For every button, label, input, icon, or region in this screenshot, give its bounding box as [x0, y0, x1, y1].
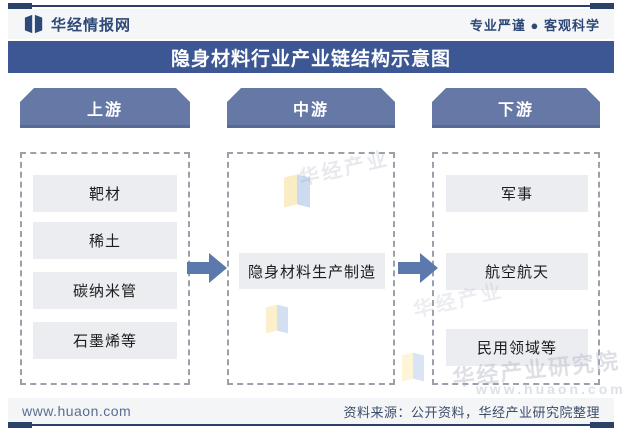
upstream-item: 靶材	[33, 175, 177, 212]
page-title: 隐身材料行业产业链结构示意图	[170, 48, 451, 70]
website-url: www.huaon.com	[22, 403, 132, 419]
arrow-right-icon	[398, 253, 438, 283]
downstream-container: 军事 航空航天 民用领域等	[432, 152, 600, 385]
midstream-item: 隐身材料生产制造	[239, 253, 385, 289]
column-header-label: 下游	[497, 102, 534, 119]
column-header-downstream: 下游	[432, 88, 600, 128]
column-header-midstream: 中游	[227, 88, 395, 128]
bottom-frame-line	[8, 422, 614, 428]
top-frame-line	[8, 3, 614, 9]
column-header-upstream: 上游	[20, 88, 190, 128]
column-header-label: 中游	[292, 102, 329, 119]
downstream-item: 民用领域等	[446, 329, 588, 366]
downstream-item: 航空航天	[446, 253, 588, 290]
upstream-item: 石墨烯等	[33, 322, 177, 359]
brand-name: 华经情报网	[51, 16, 132, 34]
upstream-item: 稀土	[33, 222, 177, 259]
arrow-right-icon	[187, 253, 227, 283]
brand-logo: 华经情报网	[24, 14, 131, 35]
midstream-container: 隐身材料生产制造	[227, 152, 395, 385]
title-bar: 隐身材料行业产业链结构示意图	[8, 41, 614, 73]
brand-tagline: 专业严谨 ● 客观科学	[469, 17, 600, 33]
brand-strip: 华经情报网 专业严谨 ● 客观科学	[8, 9, 614, 39]
upstream-container: 靶材 稀土 碳纳米管 石墨烯等	[20, 152, 190, 385]
huajing-logo-icon	[24, 14, 43, 34]
watermark-logo-mark	[402, 352, 424, 382]
column-header-label: 上游	[86, 102, 123, 119]
data-source-note: 资料来源：公开资料，华经产业研究院整理	[343, 404, 600, 420]
footer-strip: www.huaon.com 资料来源：公开资料，华经产业研究院整理	[8, 398, 614, 424]
upstream-item: 碳纳米管	[33, 272, 177, 309]
downstream-item: 军事	[446, 175, 588, 212]
